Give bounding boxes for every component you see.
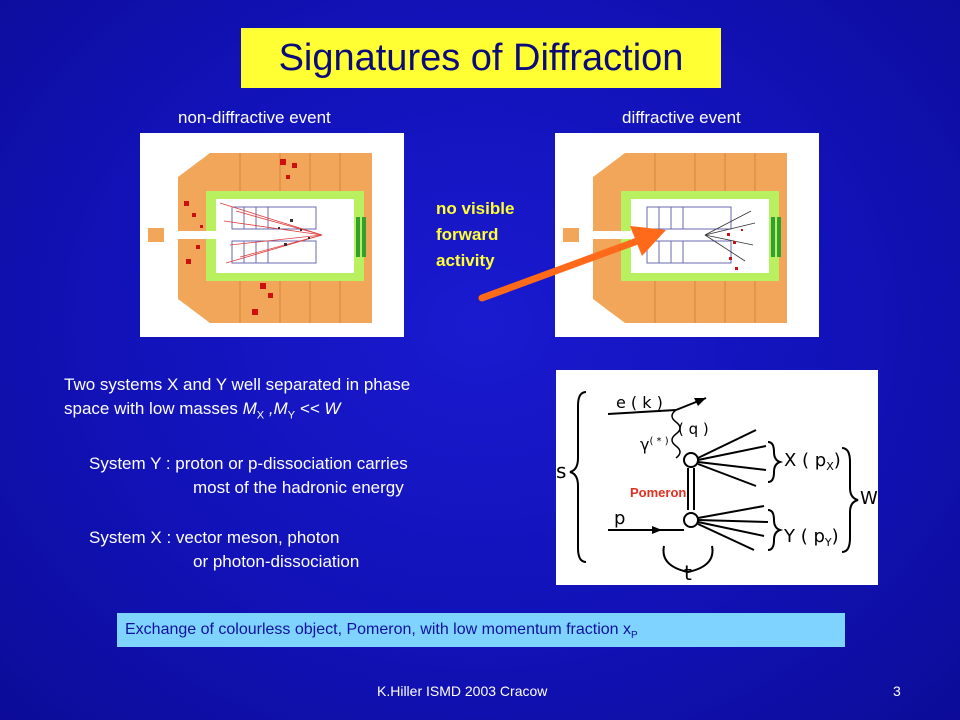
- non-diffractive-event-display: [140, 133, 404, 337]
- footer-credit: K.Hiller ISMD 2003 Cracow: [377, 683, 548, 699]
- label-x: X ( pX): [784, 450, 841, 473]
- energy-deposits: [727, 229, 743, 270]
- pomeron-exchange-box: Exchange of colourless object, Pomeron, …: [117, 613, 845, 647]
- s-brace: [569, 391, 587, 563]
- particle-tracks: [219, 202, 323, 264]
- forward-module: [356, 217, 366, 257]
- y-subscript: Y: [824, 536, 832, 549]
- tracker-inner: [216, 199, 354, 273]
- system-x-line-2: or photon-dissociation: [193, 552, 360, 571]
- photon-line: [671, 409, 681, 459]
- non-diffractive-label: non-diffractive event: [178, 108, 331, 127]
- page-number: 3: [893, 683, 901, 699]
- beam-line: [166, 231, 226, 239]
- gamma-symbol: γ: [640, 435, 649, 454]
- beam-pipe-block: [563, 228, 579, 242]
- feynman-diagram: s e ( k ) ( q ) γ( * ) X ( pX) Pomeron p…: [556, 370, 878, 585]
- forward-module: [771, 217, 781, 257]
- mass-mx: M: [242, 399, 257, 418]
- beam-line: [581, 231, 641, 239]
- mass-separator: ,M: [264, 399, 288, 418]
- y-brace: [767, 509, 784, 551]
- arrow-head: [630, 226, 666, 256]
- x-text: X ( p: [784, 450, 826, 471]
- forward-activity-note: no visible forward activity: [436, 196, 514, 274]
- x-subscript: X: [826, 460, 834, 473]
- track-hits: [278, 219, 310, 246]
- beam-pipe-block: [148, 228, 164, 242]
- y-text: Y ( p: [783, 526, 825, 547]
- label-gamma: γ( * ): [640, 435, 669, 454]
- mass-mx-sub: X: [256, 409, 265, 422]
- exchange-text: Exchange of colourless object, Pomeron, …: [125, 621, 632, 638]
- y-system-fan: [697, 505, 769, 551]
- phase-space-text: Two systems X and Y well separated in ph…: [64, 373, 410, 427]
- particle-tracks: [704, 210, 756, 262]
- orange-arrow: [478, 226, 666, 302]
- electron-arrow-icon: [694, 398, 706, 406]
- label-q: ( q ): [678, 420, 709, 438]
- body-line-2-prefix: space with low masses: [64, 399, 243, 418]
- body-line-2: space with low masses MX ,MY << W: [64, 397, 410, 427]
- note-line-2: forward: [436, 225, 499, 244]
- label-w: W: [860, 488, 878, 509]
- note-line-3: activity: [436, 251, 495, 270]
- x-system-fan: [697, 429, 767, 487]
- x-close: ): [834, 450, 841, 471]
- label-y: Y ( pY): [783, 526, 839, 549]
- system-x-text: System X : vector meson, photon or photo…: [89, 526, 359, 574]
- energy-deposits: [184, 159, 297, 315]
- body-line-2-suffix: << W: [295, 399, 341, 418]
- label-pomeron: Pomeron: [630, 485, 686, 500]
- upper-vertex: [683, 452, 699, 468]
- mass-my-sub: Y: [287, 409, 296, 422]
- electron-in: [607, 409, 677, 415]
- diffractive-event-display: [555, 133, 819, 337]
- label-ek: e ( k ): [616, 393, 663, 412]
- x-brace: [767, 441, 784, 483]
- diffractive-label: diffractive event: [622, 108, 741, 127]
- w-brace: [841, 447, 859, 553]
- system-y-line-1: System Y : proton or p-dissociation carr…: [89, 454, 408, 473]
- label-p: p: [614, 508, 625, 529]
- slide-title: Signatures of Diffraction: [241, 28, 721, 88]
- y-close: ): [832, 526, 839, 547]
- t-bracket: [662, 545, 714, 574]
- arrow-shaft: [478, 236, 644, 302]
- label-s: s: [556, 459, 566, 483]
- lower-vertex: [683, 512, 699, 528]
- system-y-text: System Y : proton or p-dissociation carr…: [89, 452, 408, 500]
- system-x-line-1: System X : vector meson, photon: [89, 528, 340, 547]
- proton-arrow-icon: [652, 526, 662, 534]
- body-line-1: Two systems X and Y well separated in ph…: [64, 375, 411, 394]
- system-y-line-2: most of the hadronic energy: [193, 478, 404, 497]
- exchange-subscript: P: [631, 630, 638, 642]
- note-line-1: no visible: [436, 199, 515, 218]
- label-t: t: [684, 561, 692, 585]
- gamma-superscript: ( * ): [649, 436, 668, 447]
